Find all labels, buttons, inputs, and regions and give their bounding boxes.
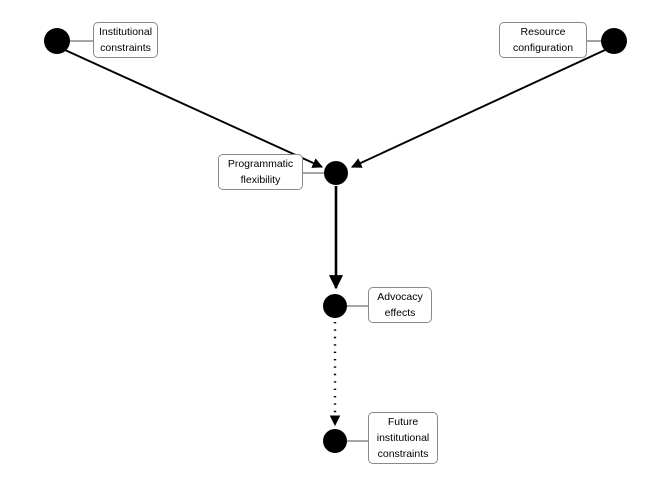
edge-resource-to-programmatic — [351, 49, 606, 168]
node-institutional-constraints[interactable] — [44, 28, 70, 54]
label-advocacy-effects: Advocacy effects — [368, 287, 432, 323]
edge-institutional-to-programmatic — [64, 49, 323, 168]
node-programmatic-flexibility[interactable] — [324, 161, 348, 185]
label-resource-configuration: Resource configuration — [499, 22, 587, 58]
node-future-institutional-constraints[interactable] — [323, 429, 347, 453]
node-advocacy-effects[interactable] — [323, 294, 347, 318]
label-institutional-constraints: Institutional constraints — [93, 22, 158, 58]
node-resource-configuration[interactable] — [601, 28, 627, 54]
label-programmatic-flexibility: Programmatic flexibility — [218, 154, 303, 190]
label-future-institutional-constraints: Future institutional constraints — [368, 412, 438, 464]
